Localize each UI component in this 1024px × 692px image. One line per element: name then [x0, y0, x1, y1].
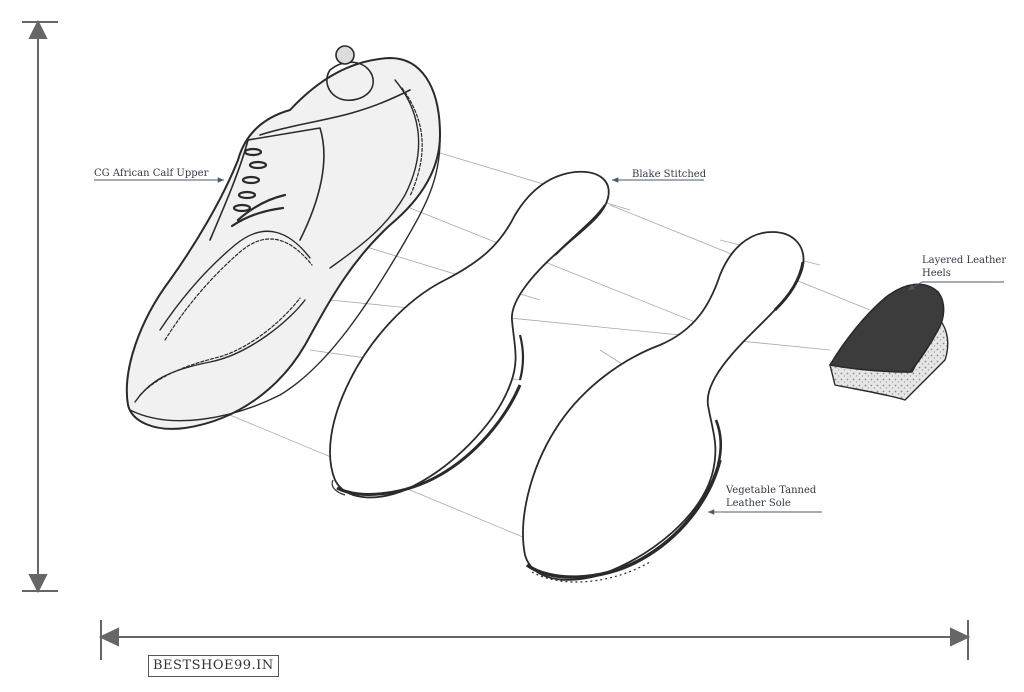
label-heels-line2: Heels	[922, 267, 1006, 280]
label-leather-sole: Vegetable Tanned Leather Sole	[726, 484, 816, 510]
outsole-illustration	[523, 232, 803, 582]
label-blake-stitched: Blake Stitched	[632, 168, 706, 181]
label-sole-line2: Leather Sole	[726, 497, 816, 510]
label-sole-line1: Vegetable Tanned	[726, 484, 816, 497]
label-calf-upper-text: CG African Calf Upper	[94, 168, 208, 179]
site-watermark: BESTSHOE99.IN	[148, 655, 279, 677]
label-blake-stitched-text: Blake Stitched	[632, 169, 706, 180]
heel-illustration	[830, 284, 948, 400]
width-dimension-arrow	[101, 620, 968, 660]
label-layered-heels: Layered Leather Heels	[922, 254, 1006, 280]
label-calf-upper: CG African Calf Upper	[94, 167, 208, 180]
height-dimension-arrow	[22, 22, 58, 591]
label-heels-line1: Layered Leather	[922, 254, 1006, 267]
